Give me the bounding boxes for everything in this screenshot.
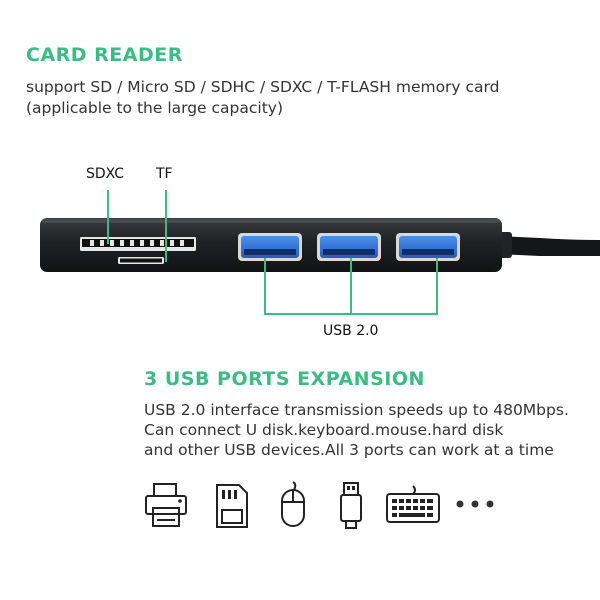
usb-cable xyxy=(494,232,600,258)
usb-port-2 xyxy=(317,233,381,261)
card-reader-title: CARD READER xyxy=(26,44,183,66)
sd-card-icon xyxy=(216,484,248,528)
usb-expansion-desc-line3: and other USB devices.All 3 ports can wo… xyxy=(144,441,554,459)
card-reader-desc-line1: support SD / Micro SD / SDHC / SDXC / T-… xyxy=(26,78,500,96)
tf-label: TF xyxy=(156,166,173,182)
printer-icon xyxy=(145,483,187,527)
card-reader-desc-line2: (applicable to the large capacity) xyxy=(26,99,284,117)
more-dots-icon xyxy=(456,500,494,508)
usb-port-3 xyxy=(396,233,460,261)
usb-expansion-desc-line2: Can connect U disk.keyboard.mouse.hard d… xyxy=(144,421,504,439)
callout-lines xyxy=(107,190,438,315)
usb-drive-icon xyxy=(340,482,362,529)
usb-expansion-desc-line1: USB 2.0 interface transmission speeds up… xyxy=(144,401,569,419)
usb-port-1 xyxy=(238,233,302,261)
sd-card-slot xyxy=(80,237,196,251)
mouse-icon xyxy=(281,481,305,527)
tf-card-slot xyxy=(118,257,164,264)
keyboard-icon xyxy=(386,485,440,523)
usb-port-label: USB 2.0 xyxy=(323,323,379,339)
sdxc-label: SDXC xyxy=(86,166,125,182)
usb-expansion-title: 3 USB PORTS EXPANSION xyxy=(144,368,425,390)
